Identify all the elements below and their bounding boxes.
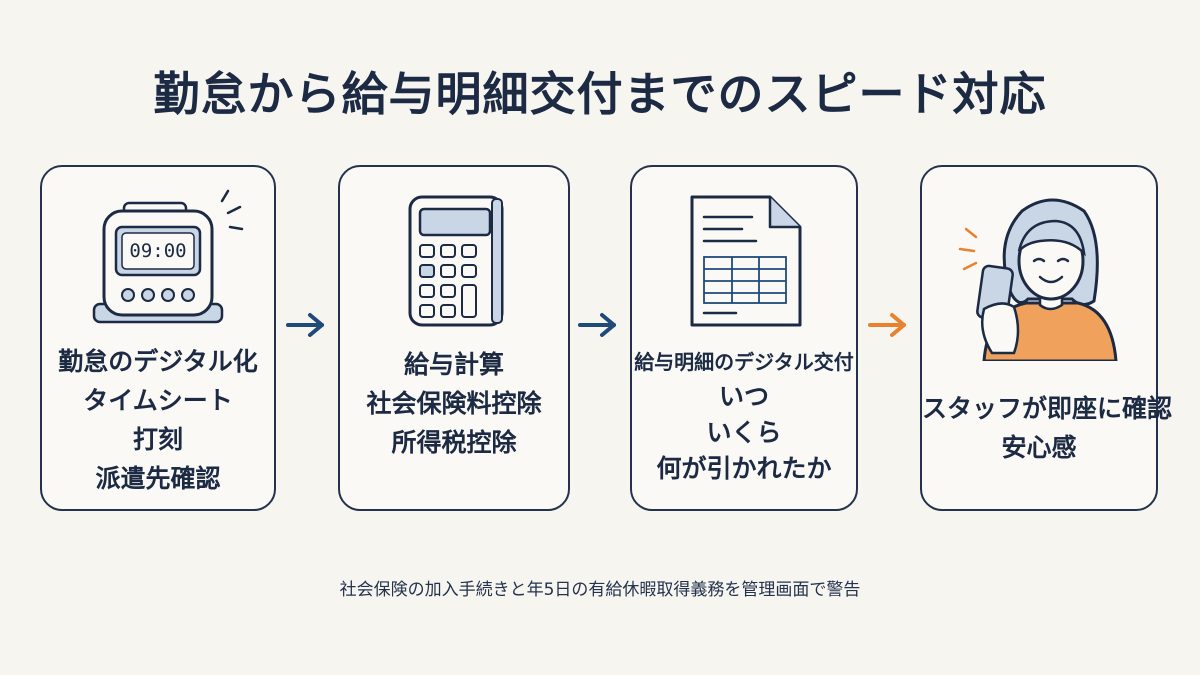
step-text: スタッフが即座に確認 安心感 <box>922 389 1173 467</box>
staff-smartphone-icon <box>922 181 1156 363</box>
step-line: 給与計算 <box>403 350 504 379</box>
footnote: 社会保険の加入手続きと年5日の有給休暇取得義務を管理画面で警告 <box>339 580 861 600</box>
arrow-right-icon <box>286 313 324 337</box>
step-line: いつ <box>718 382 769 411</box>
step-line: 打刻 <box>132 425 183 454</box>
step-card-staff: スタッフが即座に確認 安心感 <box>920 165 1173 511</box>
step-line: 派遣先確認 <box>95 464 221 493</box>
step-line: スタッフが即座に確認 <box>922 394 1173 423</box>
step-line: 何が引かれたか <box>656 454 832 483</box>
arrow-right-icon <box>868 313 906 337</box>
step-line: いくら <box>706 418 782 447</box>
step-line: 所得税控除 <box>391 428 517 457</box>
step-line: 勤怠のデジタル化 <box>58 347 258 376</box>
step-text: 給与明細のデジタル交付 いつ いくら 何が引かれたか <box>632 345 856 487</box>
step-card-payroll: 給与計算 社会保険料控除 所得税控除 <box>338 165 570 511</box>
step-line: 社会保険料控除 <box>366 389 542 418</box>
document-icon <box>632 189 856 334</box>
step-card-attendance: 09:00 勤怠のデジタル化 タイムシート 打刻 派遣先確認 <box>40 165 276 511</box>
step-line: 給与明細のデジタル交付 <box>634 350 854 374</box>
step-text: 勤怠のデジタル化 タイムシート 打刻 派遣先確認 <box>42 342 274 498</box>
page-title: 勤怠から給与明細交付までのスピード対応 <box>153 67 1047 121</box>
step-line: タイムシート <box>83 386 233 415</box>
clock-display-time: 09:00 <box>129 240 187 262</box>
calculator-icon <box>340 189 568 334</box>
arrow-right-icon <box>578 313 616 337</box>
step-text: 給与計算 社会保険料控除 所得税控除 <box>340 345 568 462</box>
step-line: 安心感 <box>1001 433 1077 462</box>
step-card-payslip: 給与明細のデジタル交付 いつ いくら 何が引かれたか <box>630 165 858 511</box>
time-clock-icon: 09:00 <box>42 189 274 334</box>
